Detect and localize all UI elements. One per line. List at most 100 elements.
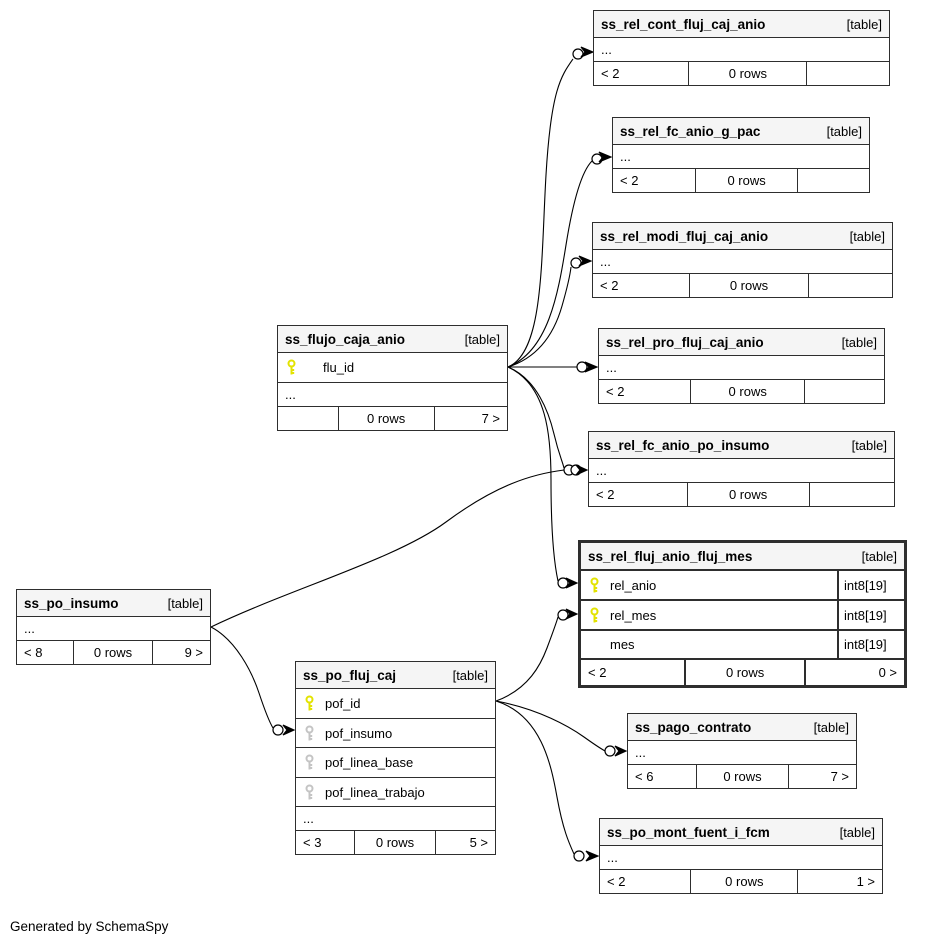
fk-endpoint-pro bbox=[576, 361, 599, 373]
column-row: pof_linea_trabajo bbox=[296, 778, 495, 807]
relationship-line bbox=[495, 700, 575, 855]
table-footer: < 2 0 rows bbox=[599, 380, 884, 403]
column-type: int8[19] bbox=[837, 571, 904, 599]
relationship-line bbox=[507, 58, 574, 368]
table-ss-rel-fc-anio-po-insumo[interactable]: ss_rel_fc_anio_po_insumo [table] ... < 2… bbox=[588, 431, 895, 507]
table-ss-flujo-caja-anio[interactable]: ss_flujo_caja_anio [table] flu_id ... 0 … bbox=[277, 325, 508, 431]
related-in-count: < 2 bbox=[606, 384, 625, 399]
row-count: 0 rows bbox=[684, 660, 804, 685]
relationship-line bbox=[210, 469, 565, 628]
fk-endpoint-modi bbox=[570, 255, 593, 269]
table-type-badge: [table] bbox=[846, 16, 882, 32]
column-name: pof_insumo bbox=[325, 725, 393, 741]
table-ss-rel-pro-fluj-caj-anio[interactable]: ss_rel_pro_fluj_caj_anio [table] ... < 2… bbox=[598, 328, 885, 404]
column-row: flu_id bbox=[278, 353, 507, 383]
primary-key-icon bbox=[305, 695, 314, 711]
foreign-key-icon bbox=[305, 784, 314, 799]
table-name: ss_rel_pro_fluj_caj_anio bbox=[606, 334, 764, 350]
table-type-badge: [table] bbox=[452, 667, 488, 683]
table-header: ss_rel_pro_fluj_caj_anio [table] bbox=[599, 329, 884, 356]
table-header: ss_rel_fluj_anio_fluj_mes [table] bbox=[581, 543, 904, 571]
related-out-count: 7 > bbox=[433, 407, 507, 430]
table-footer: < 6 0 rows 7 > bbox=[628, 765, 856, 788]
table-name: ss_rel_fc_anio_po_insumo bbox=[596, 437, 770, 453]
table-name: ss_rel_cont_fluj_caj_anio bbox=[601, 16, 766, 32]
row-count: 0 rows bbox=[690, 870, 797, 893]
table-ss-po-mont-fuent-i-fcm[interactable]: ss_po_mont_fuent_i_fcm [table] ... < 2 0… bbox=[599, 818, 883, 894]
table-footer: < 2 0 rows bbox=[594, 62, 889, 85]
related-out-count: 1 > bbox=[797, 870, 882, 893]
relationship-line bbox=[507, 160, 593, 368]
hidden-columns-row: ... bbox=[594, 38, 889, 62]
table-header: ss_rel_cont_fluj_caj_anio [table] bbox=[594, 11, 889, 38]
primary-key-icon bbox=[590, 577, 599, 592]
related-in-count: < 2 bbox=[601, 66, 620, 81]
row-count: 0 rows bbox=[686, 483, 809, 506]
table-footer: < 2 0 rows bbox=[613, 169, 869, 192]
column-name: flu_id bbox=[323, 360, 355, 375]
table-type-badge: [table] bbox=[861, 548, 897, 564]
table-footer: < 2 0 rows 1 > bbox=[600, 870, 882, 893]
table-footer: < 3 0 rows 5 > bbox=[296, 831, 495, 854]
table-name: ss_po_mont_fuent_i_fcm bbox=[607, 824, 770, 840]
primary-key-icon bbox=[590, 607, 599, 622]
row-count: 0 rows bbox=[72, 641, 152, 664]
table-ss-rel-fc-anio-g-pac[interactable]: ss_rel_fc_anio_g_pac [table] ... < 2 0 r… bbox=[612, 117, 870, 193]
related-in-count: < 2 bbox=[607, 874, 626, 889]
hidden-columns-row: ... bbox=[296, 807, 495, 831]
related-out-count bbox=[804, 380, 884, 403]
table-name: ss_po_fluj_caj bbox=[303, 667, 397, 683]
row-count: 0 rows bbox=[696, 765, 787, 788]
table-header: ss_po_insumo [table] bbox=[17, 590, 210, 617]
table-type-badge: [table] bbox=[813, 719, 849, 735]
table-type-badge: [table] bbox=[849, 228, 885, 244]
column-name: pof_linea_trabajo bbox=[325, 784, 425, 800]
column-type: int8[19] bbox=[837, 601, 904, 629]
table-footer: < 8 0 rows 9 > bbox=[17, 641, 210, 664]
fk-endpoint-cont bbox=[572, 46, 595, 60]
related-out-count: 9 > bbox=[152, 641, 210, 664]
table-ss-rel-cont-fluj-caj-anio[interactable]: ss_rel_cont_fluj_caj_anio [table] ... < … bbox=[593, 10, 890, 86]
table-header: ss_pago_contrato [table] bbox=[628, 714, 856, 741]
fk-endpoint-pago bbox=[604, 745, 628, 757]
related-out-count: 7 > bbox=[787, 765, 856, 788]
row-count: 0 rows bbox=[688, 62, 806, 85]
table-header: ss_flujo_caja_anio [table] bbox=[278, 326, 507, 353]
row-count: 0 rows bbox=[694, 169, 797, 192]
fk-endpoint-pof-insumo bbox=[272, 724, 296, 736]
column-name: pof_id bbox=[325, 696, 361, 711]
key-spacer bbox=[589, 636, 600, 653]
related-out-count: 0 > bbox=[803, 660, 904, 685]
crowfoot-endpoints bbox=[272, 46, 628, 862]
table-type-badge: [table] bbox=[826, 123, 862, 139]
hidden-columns-row: ... bbox=[599, 356, 884, 380]
related-out-count bbox=[797, 169, 869, 192]
table-ss-po-insumo[interactable]: ss_po_insumo [table] ... < 8 0 rows 9 > bbox=[16, 589, 211, 665]
hidden-columns-row: ... bbox=[278, 383, 507, 407]
table-type-badge: [table] bbox=[839, 824, 875, 840]
column-row: pof_id bbox=[296, 689, 495, 719]
related-in-count: < 2 bbox=[588, 665, 607, 680]
table-footer: < 2 0 rows 0 > bbox=[581, 660, 904, 685]
fk-endpoint-rel-mes bbox=[557, 608, 579, 621]
table-ss-po-fluj-caj[interactable]: ss_po_fluj_caj [table] pof_id pof_insumo bbox=[295, 661, 496, 855]
relationship-line bbox=[507, 366, 565, 469]
column-name: rel_mes bbox=[610, 607, 657, 623]
table-type-badge: [table] bbox=[464, 331, 500, 347]
fk-endpoint-gpac bbox=[591, 151, 613, 165]
table-type-badge: [table] bbox=[167, 595, 203, 611]
table-ss-pago-contrato[interactable]: ss_pago_contrato [table] ... < 6 0 rows … bbox=[627, 713, 857, 789]
relationship-line bbox=[495, 616, 559, 702]
related-in-count: < 3 bbox=[303, 835, 322, 850]
fk-endpoint-fcpo bbox=[563, 464, 589, 476]
relationship-line bbox=[507, 266, 572, 368]
related-out-count: 5 > bbox=[435, 831, 495, 854]
table-ss-rel-fluj-anio-fluj-mes[interactable]: ss_rel_fluj_anio_fluj_mes [table] rel_an… bbox=[578, 540, 907, 688]
table-footer: 0 rows 7 > bbox=[278, 407, 507, 430]
related-out-count bbox=[808, 483, 894, 506]
foreign-key-icon bbox=[305, 725, 314, 740]
fk-endpoint-rel-anio bbox=[557, 577, 579, 589]
table-ss-rel-modi-fluj-caj-anio[interactable]: ss_rel_modi_fluj_caj_anio [table] ... < … bbox=[592, 222, 893, 298]
